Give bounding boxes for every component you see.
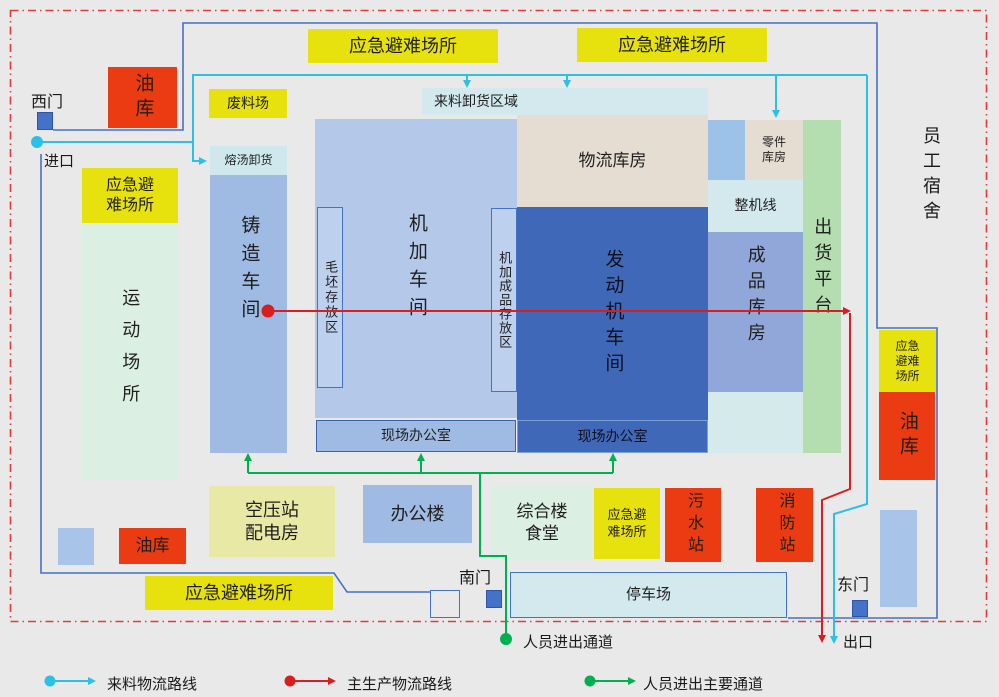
staff-dormitory-label: 员工宿舍 [921,126,941,226]
zone-finished-goods-yard [708,392,803,453]
zone-casting-shop: 铸造车间 [210,175,287,453]
zone-building-east [880,510,917,607]
zone-shelter-top-right: 应急避难场所 [577,28,767,62]
zone-oil-depot-nw: 油库 [108,67,177,128]
west-gate-marker [37,112,53,130]
zone-parking-lot: 停车场 [510,572,787,618]
zone-oil-depot-sw: 油库 [119,528,186,564]
zone-shelter-top-left: 应急避难场所 [308,29,498,63]
legend-personnel-label: 人员进出主要通道 [643,676,764,693]
zone-office-building: 办公楼 [363,485,472,543]
zone-parts-strip [708,120,745,180]
zone-finished-goods-warehouse: 成品库房 [708,232,803,392]
personnel-route-start-dot [500,633,512,645]
zone-sewage-station: 污水站 [665,488,721,562]
zone-shipping-platform: 出货平台 [803,120,841,453]
zone-oil-depot-e: 油库 [879,392,935,480]
personnel-channel-label: 人员进出通道 [523,634,614,651]
south-gate-marker [486,590,502,608]
zone-engine-shop: 发动机车间 [517,207,708,420]
zone-fire-station: 消防站 [756,488,813,562]
incoming-route-start-dot [31,136,43,148]
zone-melt-unloading: 熔汤卸货 [210,146,287,175]
zone-assembly-line: 整机线 [708,180,803,232]
zone-incoming-unloading: 来料卸货区域 [422,88,708,115]
zone-machined-goods-storage: 机加成品存放区 [491,208,517,392]
zone-complex-canteen: 综合楼 食堂 [492,486,592,559]
legend-production-label: 主生产物流路线 [347,676,453,693]
zone-building-sw [58,528,94,565]
zone-air-compressor-station: 空压站 配电房 [209,486,335,557]
zone-site-office-right: 现场办公室 [517,420,708,453]
zone-parts-warehouse: 零件 库房 [745,120,803,180]
west-gate-label: 西门 [31,94,64,111]
zone-logistics-warehouse: 物流库房 [517,115,708,207]
legend-incoming-icon [44,675,96,687]
east-gate-label: 东门 [837,577,870,594]
east-gate-marker [852,600,868,617]
zone-sports-ground: 运动场所 [82,223,178,480]
legend-incoming-label: 来料物流路线 [107,676,198,693]
zone-shelter-canteen: 应急避 难场所 [594,488,660,559]
entrance-label: 进口 [44,153,75,170]
zone-blank-storage: 毛坯存放区 [317,207,343,388]
zone-shelter-east: 应急 避难 场所 [879,330,936,392]
south-gate-label: 南门 [459,570,492,587]
zone-machining-shop: 机加车间 [315,119,517,418]
zone-shelter-south: 应急避难场所 [145,576,333,610]
legend-production-icon [284,675,336,687]
zone-shelter-west: 应急避 难场所 [82,168,178,223]
zone-site-office-left: 现场办公室 [316,420,516,452]
legend-personnel-icon [584,675,636,687]
exit-label: 出口 [843,634,874,651]
zone-waste-yard: 废料场 [209,89,287,118]
zone-gatehouse [430,590,460,618]
